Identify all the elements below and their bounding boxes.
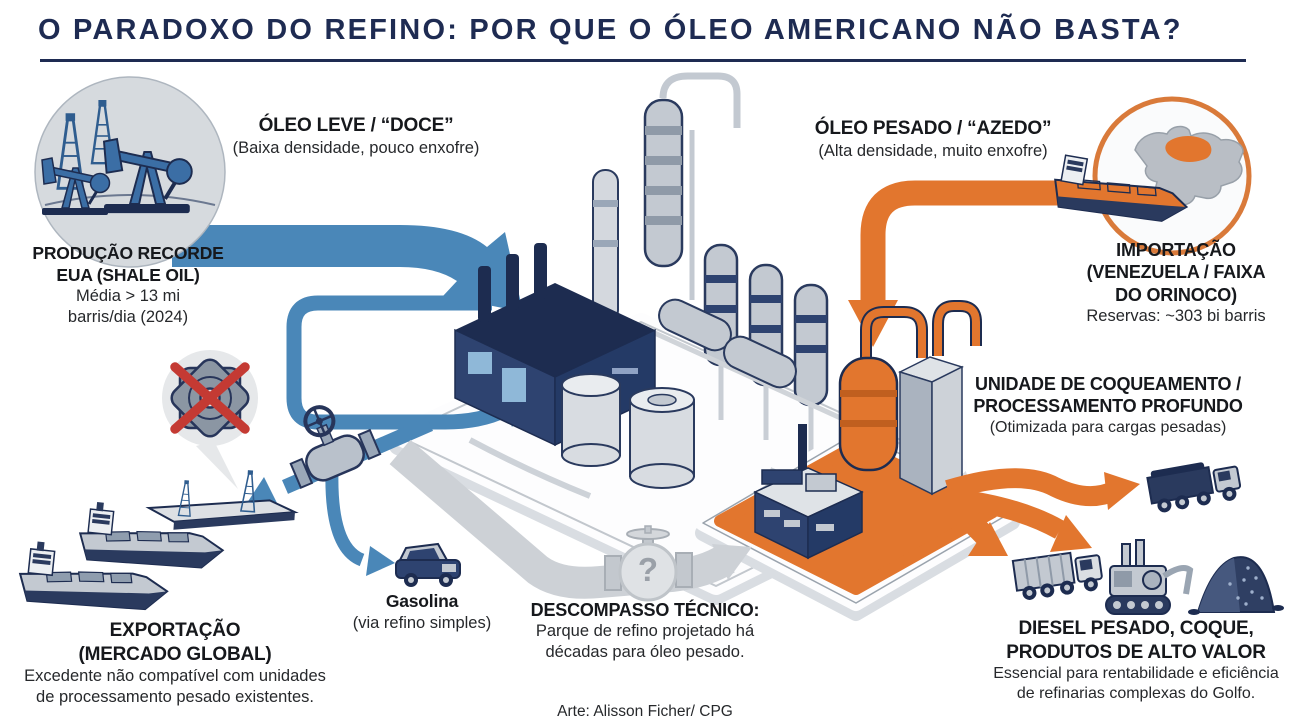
production-title-1: PRODUÇÃO RECORDE — [32, 243, 224, 263]
label-products: DIESEL PESADO, COQUE, PRODUTOS DE ALTO V… — [993, 617, 1279, 704]
coke-pile-icon — [1188, 556, 1284, 615]
heavy-crude-arrow — [848, 180, 1075, 347]
coker-unit-icon — [753, 300, 982, 560]
products-line-2: de refinarias complexas do Golfo. — [1016, 684, 1256, 702]
gear-crossed-icon — [162, 350, 258, 489]
products-title-2: PRODUTOS DE ALTO VALOR — [1006, 641, 1266, 663]
coker-subtitle: (Otimizada para cargas pesadas) — [989, 418, 1227, 436]
excavator-icon — [1105, 539, 1194, 615]
gasoline-subtitle: (via refino simples) — [352, 613, 492, 632]
question-valve-icon — [604, 525, 693, 602]
title-underline — [40, 59, 1246, 62]
light-oil-subtitle: (Baixa densidade, pouco enxofre) — [232, 138, 480, 157]
valve-icon — [289, 405, 382, 489]
shale-oil-icon — [34, 76, 226, 268]
credit-text: Arte: Alisson Ficher/ CPG — [557, 703, 733, 720]
export-line-1: Excedente não compatível com unidades — [24, 667, 326, 686]
mismatch-title: DESCOMPASSO TÉCNICO: — [530, 600, 760, 620]
heavy-oil-subtitle: (Alta densidade, muito enxofre) — [818, 141, 1048, 160]
products-title-1: DIESEL PESADO, COQUE, — [1018, 618, 1254, 639]
products-line-1: Essencial para rentabilidade e eficiênci… — [993, 665, 1279, 683]
products-icons — [1011, 462, 1284, 615]
production-line-2: barris/dia (2024) — [67, 307, 189, 326]
label-import: IMPORTAÇÃO (VENEZUELA / FAIXA DO ORINOCO… — [1086, 239, 1265, 326]
production-line-1: Média > 13 mi — [75, 287, 181, 306]
export-title-2: (MERCADO GLOBAL) — [78, 643, 272, 665]
heavy-oil-title: ÓLEO PESADO / “AZEDO” — [814, 118, 1052, 139]
label-production: PRODUÇÃO RECORDE EUA (SHALE OIL) Média >… — [32, 243, 223, 327]
export-line-2: de processamento pesado existentes. — [36, 687, 314, 706]
import-title-3: DO ORINOCO) — [1115, 284, 1237, 305]
import-subtitle: Reservas: ~303 bi barris — [1086, 306, 1266, 325]
label-heavy-oil: ÓLEO PESADO / “AZEDO” (Alta densidade, m… — [815, 117, 1052, 161]
dump-truck-icon — [1146, 462, 1242, 513]
production-title-2: EUA (SHALE OIL) — [56, 264, 200, 285]
export-title-1: EXPORTAÇÃO — [109, 620, 241, 641]
coker-title-1: UNIDADE DE COQUEAMENTO / — [975, 374, 1241, 394]
mismatch-pipe — [389, 439, 752, 602]
product-arrows — [937, 468, 1140, 556]
export-ships-icon — [16, 469, 299, 617]
sweet-crude-arrow — [172, 225, 523, 312]
label-light-oil: ÓLEO LEVE / “DOCE” (Baixa densidade, pou… — [233, 114, 480, 158]
import-title-1: IMPORTAÇÃO — [1116, 240, 1236, 260]
question-mark: ? — [637, 551, 659, 588]
dump-truck-icon — [1011, 551, 1103, 600]
mismatch-line-2: décadas para óleo pesado. — [545, 642, 745, 661]
label-coker: UNIDADE DE COQUEAMENTO / PROCESSAMENTO P… — [973, 373, 1242, 437]
barge-icon — [145, 469, 299, 530]
page-title: O PARADOXO DO REFINO: POR QUE O ÓLEO AME… — [38, 14, 1183, 46]
blue-loop-pipes — [245, 295, 535, 576]
light-oil-title: ÓLEO LEVE / “DOCE” — [258, 115, 454, 136]
import-tanker-ship-icon — [1054, 154, 1189, 222]
car-icon — [395, 542, 461, 587]
label-mismatch: DESCOMPASSO TÉCNICO: Parque de refino pr… — [531, 599, 760, 662]
refinery-icon — [454, 72, 952, 524]
coker-title-2: PROCESSAMENTO PROFUNDO — [973, 396, 1243, 417]
mismatch-line-1: Parque de refino projetado há — [535, 622, 755, 641]
import-title-2: (VENEZUELA / FAIXA — [1086, 262, 1266, 283]
import-icon — [1054, 96, 1252, 256]
gasoline-title: Gasolina — [385, 591, 459, 611]
label-export: EXPORTAÇÃO (MERCADO GLOBAL) Excedente nã… — [24, 619, 326, 707]
label-gasoline: Gasolina (via refino simples) — [353, 591, 491, 633]
